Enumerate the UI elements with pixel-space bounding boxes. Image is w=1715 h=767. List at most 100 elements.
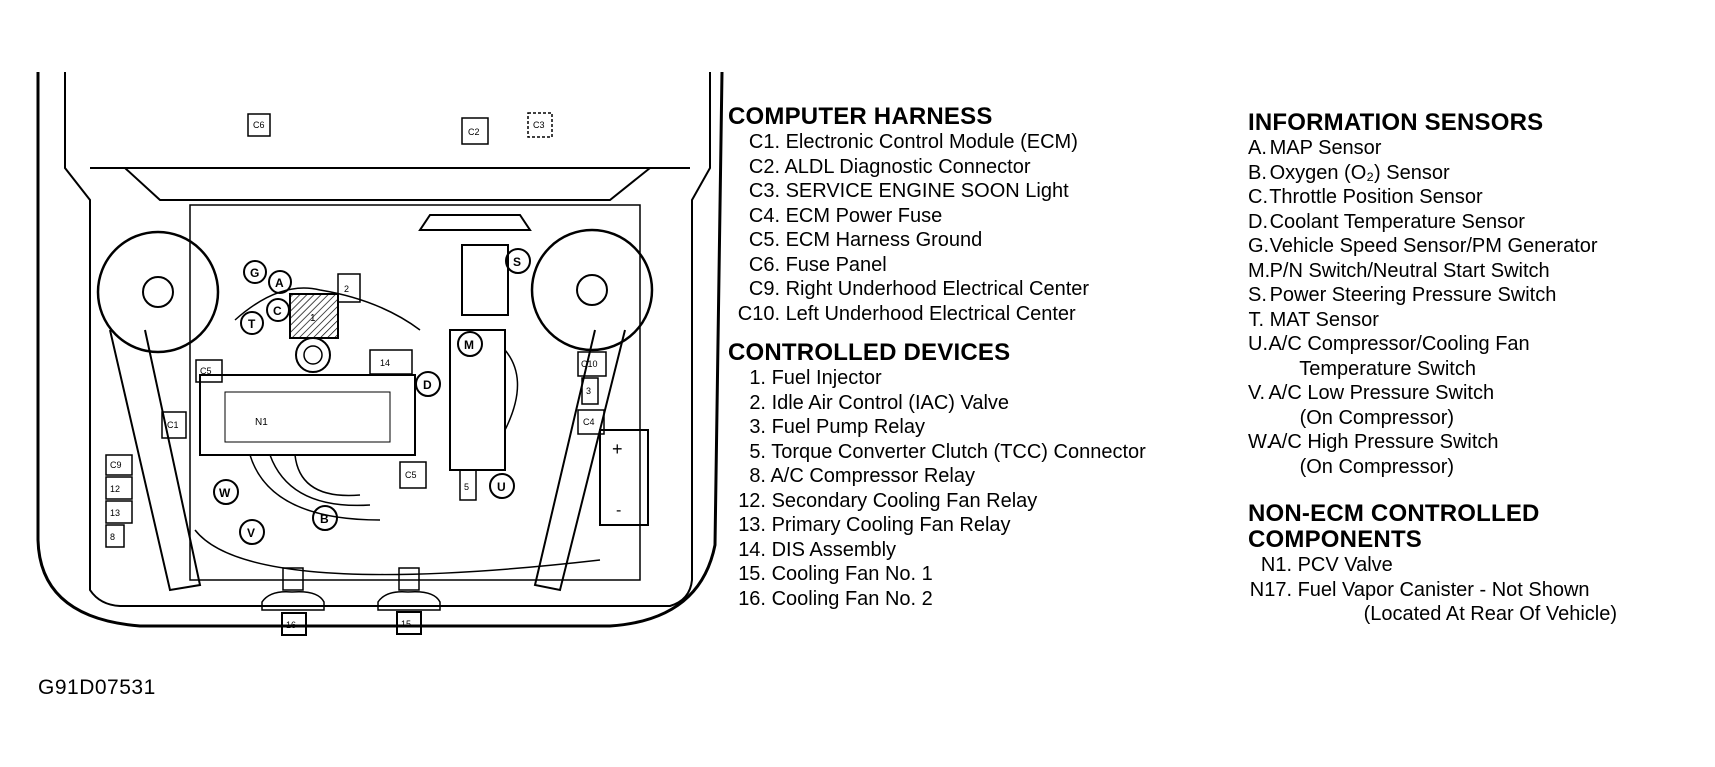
label-g: G — [250, 266, 259, 280]
legend-item-text: (On Compressor) — [1299, 455, 1455, 478]
legend-item-key: C1. — [748, 131, 780, 153]
label-c4: C4 — [583, 417, 595, 427]
legend-item-key: 8. — [749, 465, 766, 487]
non-ecm-title-line2: COMPONENTS — [1248, 526, 1423, 553]
legend-item-text: Cooling Fan No. 2 — [771, 587, 933, 610]
legend-item: D. Coolant Temperature Sensor — [1248, 210, 1617, 235]
legend-item: 5. Torque Converter Clutch (TCC) Connect… — [728, 440, 1146, 465]
legend-item-key: 1. — [749, 367, 766, 389]
legend-item-text: Temperature Switch — [1299, 357, 1476, 380]
fuel-injector-block — [289, 293, 339, 339]
label-12: 12 — [110, 484, 120, 494]
battery-minus-label: - — [616, 502, 621, 519]
legend-item: C6. Fuse Panel — [728, 253, 1146, 278]
legend-item-text: A/C Compressor/Cooling Fan — [1268, 333, 1530, 355]
legend-item-text: (On Compressor) — [1299, 406, 1455, 429]
legend-item: T. MAT Sensor — [1248, 308, 1617, 333]
legend-item-key: 15. — [738, 563, 766, 585]
legend-item: 1. Fuel Injector — [728, 366, 1146, 391]
label-8: 8 — [110, 532, 115, 542]
legend-item: C5. ECM Harness Ground — [728, 228, 1146, 253]
legend-item-key: C2. — [748, 155, 780, 178]
left-strut — [109, 329, 202, 592]
legend-item-key: S. — [1248, 284, 1267, 306]
information-sensors-title: INFORMATION SENSORS — [1248, 109, 1544, 136]
legend-item: 16. Cooling Fan No. 2 — [728, 587, 1146, 612]
legend-item-key: C6. — [748, 253, 780, 276]
legend-item-text: P/N Switch/Neutral Start Switch — [1269, 259, 1550, 282]
left-pulley — [96, 230, 220, 354]
legend-item-text: Power Steering Pressure Switch — [1269, 284, 1557, 306]
legend-item-text: Fuel Pump Relay — [771, 416, 925, 438]
legend-item: C1. Electronic Control Module (ECM) — [728, 130, 1146, 155]
battery — [599, 429, 649, 526]
label-3: 3 — [586, 386, 591, 396]
legend-item-text: A/C Compressor Relay — [770, 465, 975, 487]
right-strut — [533, 329, 626, 592]
legend-item: C9. Right Underhood Electrical Center — [728, 277, 1146, 302]
label-d: D — [423, 378, 432, 392]
legend-item: (On Compressor) — [1248, 406, 1617, 431]
legend-item-text: ECM Harness Ground — [785, 229, 983, 251]
label-c2: C2 — [468, 127, 480, 137]
legend-item: M. P/N Switch/Neutral Start Switch — [1248, 259, 1617, 284]
legend-item-key: V. — [1248, 382, 1266, 404]
legend-item: A. MAP Sensor — [1248, 136, 1617, 161]
legend-item: C2. ALDL Diagnostic Connector — [728, 155, 1146, 180]
legend-item-key: N17. — [1249, 578, 1292, 601]
legend-item-text: Throttle Position Sensor — [1269, 186, 1483, 208]
legend-item: W. A/C High Pressure Switch — [1248, 430, 1617, 455]
label-c5-left: C5 — [200, 366, 212, 376]
controlled-devices-title: CONTROLLED DEVICES — [728, 339, 1011, 366]
legend-item-text: Torque Converter Clutch (TCC) Connector — [771, 440, 1146, 463]
legend-item: C3. SERVICE ENGINE SOON Light — [728, 179, 1146, 204]
legend-item: V. A/C Low Pressure Switch — [1248, 381, 1617, 406]
legend-item: N17. Fuel Vapor Canister - Not Shown — [1248, 578, 1617, 603]
label-b: B — [320, 512, 329, 526]
label-c1: C1 — [167, 420, 179, 430]
legend-item: 13. Primary Cooling Fan Relay — [728, 513, 1146, 538]
legend-item-key: M. — [1248, 259, 1271, 282]
legend-item-text: ALDL Diagnostic Connector — [784, 155, 1031, 178]
legend-item-text: Coolant Temperature Sensor — [1269, 210, 1525, 233]
legend-item: C4. ECM Power Fuse — [728, 204, 1146, 229]
legend-item-text: Left Underhood Electrical Center — [785, 302, 1076, 325]
legend-item: U. A/C Compressor/Cooling Fan — [1248, 332, 1617, 357]
legend-item: C10. Left Underhood Electrical Center — [728, 302, 1146, 327]
legend-column-left: COMPUTER HARNESS C1. Electronic Control … — [728, 104, 1146, 611]
legend-item-key: U. — [1248, 333, 1268, 355]
legend-item: 14. DIS Assembly — [728, 538, 1146, 563]
legend-item-key: C3. — [748, 180, 780, 202]
computer-harness-list: C1. Electronic Control Module (ECM)C2. A… — [728, 130, 1146, 326]
legend-item-text: Right Underhood Electrical Center — [785, 278, 1090, 300]
label-c3: C3 — [533, 120, 545, 130]
label-c: C — [273, 304, 282, 318]
legend-item: 3. Fuel Pump Relay — [728, 415, 1146, 440]
figure-code: G91D07531 — [38, 676, 156, 699]
label-c6: C6 — [253, 120, 265, 130]
legend-item: 8. A/C Compressor Relay — [728, 464, 1146, 489]
legend-item-text: SERVICE ENGINE SOON Light — [785, 180, 1069, 202]
right-pulley — [530, 228, 654, 352]
legend-item-key: C9. — [748, 278, 780, 300]
legend-item-text: MAP Sensor — [1269, 137, 1382, 159]
cooling-fan-1 — [377, 567, 441, 611]
battery-plus-label: + — [612, 439, 623, 459]
engine-block — [189, 204, 641, 581]
legend-item: Temperature Switch — [1248, 357, 1617, 382]
intake-manifold — [199, 374, 416, 456]
legend-item-text: Secondary Cooling Fan Relay — [771, 489, 1038, 512]
legend-item-key: N1. — [1260, 554, 1292, 576]
label-16: 16 — [286, 620, 296, 630]
legend-item: C. Throttle Position Sensor — [1248, 185, 1617, 210]
computer-harness-title: COMPUTER HARNESS — [728, 103, 993, 130]
legend-item: (Located At Rear Of Vehicle) — [1248, 602, 1617, 627]
legend-item: (On Compressor) — [1248, 455, 1617, 480]
legend-item-text: MAT Sensor — [1269, 308, 1379, 331]
legend-item-text: Fuse Panel — [785, 253, 887, 276]
legend-item-text: Oxygen (O₂) Sensor — [1269, 161, 1450, 184]
legend-item-text: (Located At Rear Of Vehicle) — [1363, 603, 1618, 625]
